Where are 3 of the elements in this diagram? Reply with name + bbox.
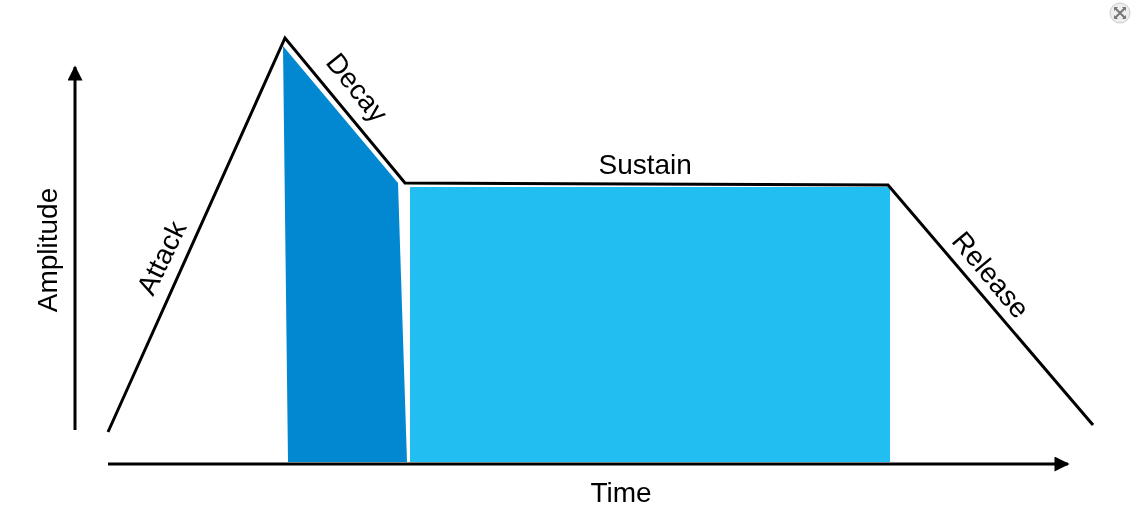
axis-label: Amplitude xyxy=(33,187,62,313)
phase-label: Sustain xyxy=(598,151,692,179)
axis-label: Time xyxy=(590,479,652,507)
